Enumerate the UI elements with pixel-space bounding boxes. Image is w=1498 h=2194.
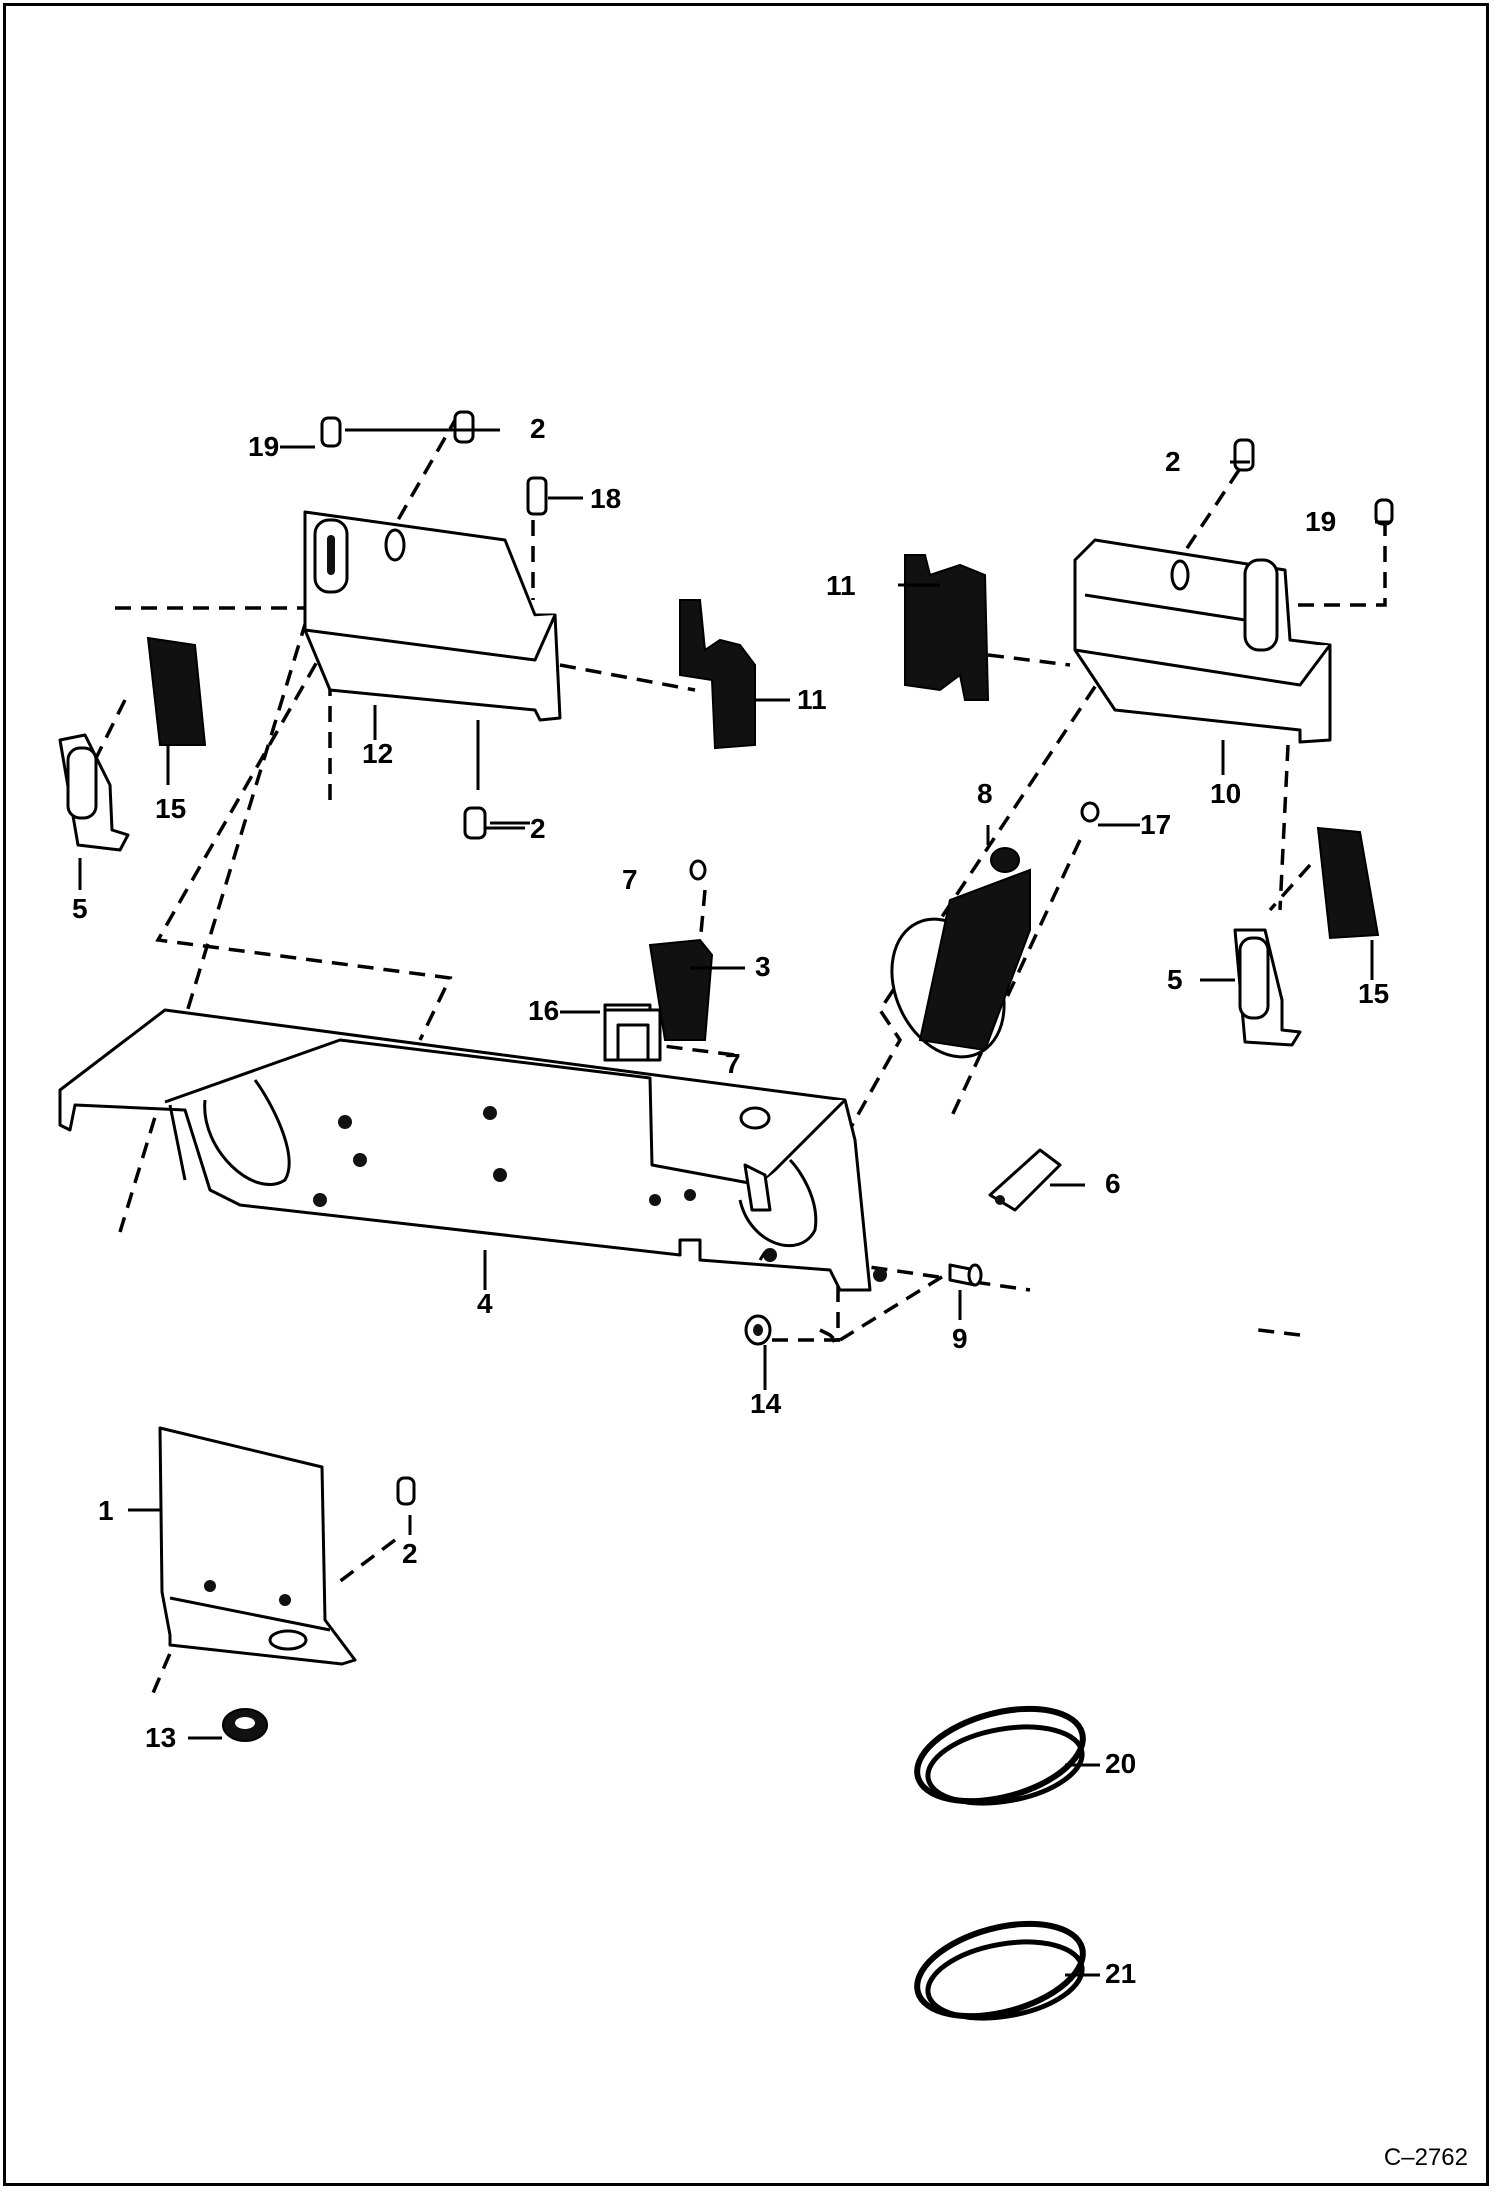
callout-12: 12 (362, 738, 394, 769)
callout-16: 16 (528, 995, 560, 1026)
callout-3: 3 (755, 951, 771, 982)
part-15-pad-right (1316, 826, 1380, 940)
callout-15-right: 15 (1358, 978, 1390, 1009)
part-21-hose (914, 1920, 1086, 2021)
leader-lines (78, 428, 1390, 1977)
callout-2-top-left: 2 (530, 413, 546, 444)
part-5-plate-left (58, 733, 130, 852)
callout-2-top-right: 2 (1165, 446, 1181, 477)
part-12-left-bracket (303, 510, 562, 722)
part-11-seal-center (679, 599, 756, 750)
part-20-hose (914, 1705, 1086, 1806)
part-11-seal-right (904, 554, 990, 701)
callout-5-left: 5 (72, 893, 88, 924)
callout-2-mid-left: 2 (530, 813, 546, 844)
callout-15-left: 15 (155, 793, 187, 824)
callout-7-upper: 7 (622, 864, 638, 895)
part-5-plate-right (1233, 928, 1302, 1047)
part-4-main-panel (58, 1008, 887, 1292)
callout-6: 6 (1105, 1168, 1121, 1199)
callout-10: 10 (1210, 778, 1242, 809)
part-16-bracket (603, 1008, 662, 1062)
part-14-nut (744, 1314, 772, 1346)
callout-17: 17 (1140, 809, 1172, 840)
callout-14: 14 (750, 1388, 782, 1419)
part-13-grommet (222, 1708, 268, 1742)
callout-19-right: 19 (1305, 506, 1337, 537)
part-6-clip (988, 1148, 1062, 1212)
callout-7-lower: 7 (725, 1048, 741, 1079)
part-1-cover-plate (158, 1426, 357, 1666)
callout-21: 21 (1105, 1958, 1137, 1989)
callout-13: 13 (145, 1722, 177, 1753)
callout-18: 18 (590, 483, 622, 514)
part-10-right-bracket (1073, 538, 1332, 744)
callout-2-bottom: 2 (402, 1538, 418, 1569)
fasteners (320, 410, 1394, 1506)
part-8-boot (890, 847, 1031, 1059)
callout-8: 8 (977, 778, 993, 809)
callout-19-left: 19 (248, 431, 280, 462)
part-15-pad-left (146, 636, 207, 746)
figure-code: C–2762 (1383, 2144, 1468, 2171)
part-9-bolt (948, 1263, 983, 1287)
callout-20: 20 (1105, 1748, 1137, 1779)
callout-11-center: 11 (797, 684, 827, 715)
callout-9: 9 (952, 1323, 968, 1354)
callout-5-right: 5 (1167, 964, 1183, 995)
callout-4: 4 (477, 1288, 493, 1319)
callout-11-right: 11 (826, 570, 856, 601)
callout-1: 1 (98, 1495, 114, 1526)
